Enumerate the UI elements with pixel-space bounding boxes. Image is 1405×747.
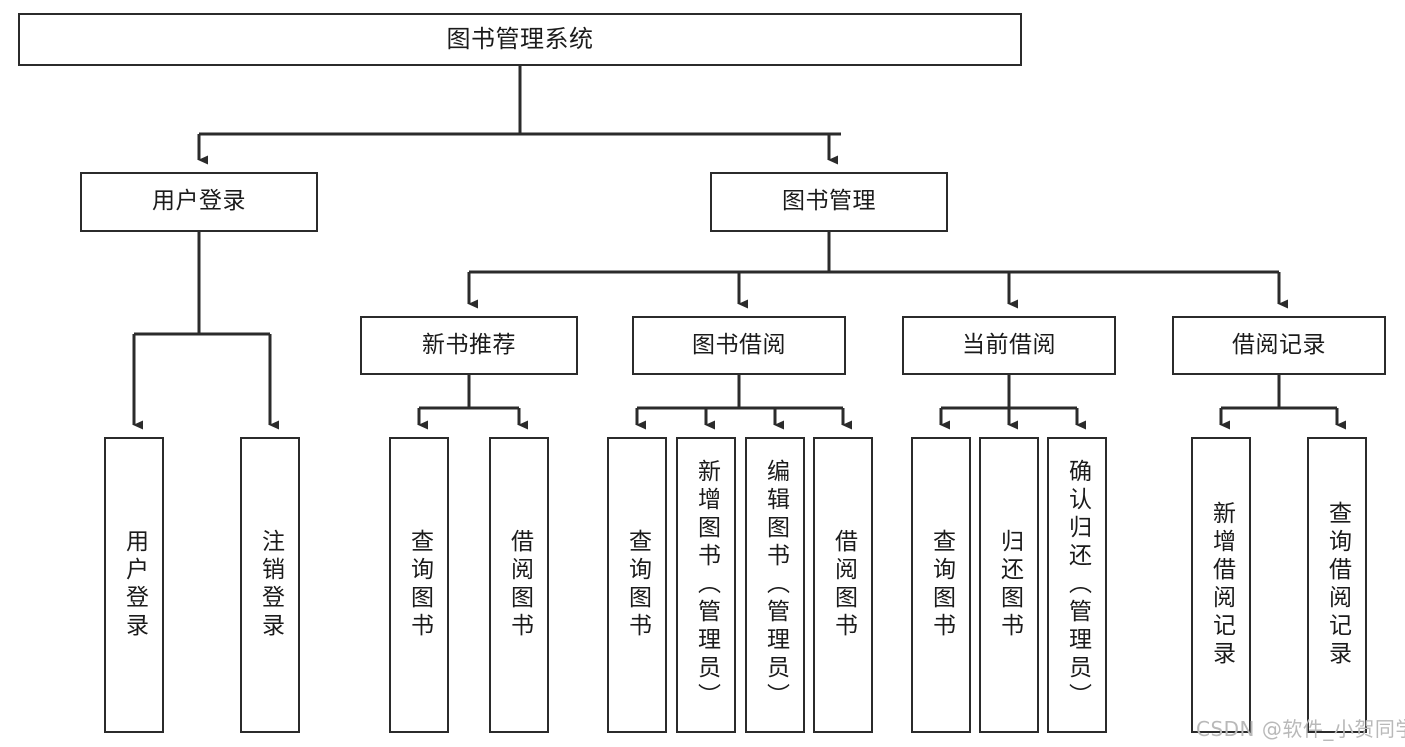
node-user-login[interactable]: 用户登录 bbox=[80, 172, 318, 232]
node-label: 注销登录 bbox=[257, 529, 284, 641]
node-label: 新增借阅记录 bbox=[1208, 501, 1235, 669]
node-label: 新书推荐 bbox=[422, 331, 516, 358]
node-leaf-add-book[interactable]: 新增图书（管理员） bbox=[676, 437, 736, 733]
node-leaf-user-logout[interactable]: 注销登录 bbox=[240, 437, 300, 733]
node-leaf-user-login[interactable]: 用户登录 bbox=[104, 437, 164, 733]
node-leaf-query-book-borrow[interactable]: 查询图书 bbox=[607, 437, 667, 733]
node-label: 查询图书 bbox=[624, 529, 651, 641]
node-leaf-confirm-return[interactable]: 确认归还（管理员） bbox=[1047, 437, 1107, 733]
node-book-manage[interactable]: 图书管理 bbox=[710, 172, 948, 232]
node-leaf-borrow-book-recommend[interactable]: 借阅图书 bbox=[489, 437, 549, 733]
node-label: 借阅图书 bbox=[506, 529, 533, 641]
node-label: 借阅图书 bbox=[830, 529, 857, 641]
node-label: 借阅记录 bbox=[1232, 331, 1326, 358]
node-label: 归还图书 bbox=[996, 529, 1023, 641]
node-label: 新增图书（管理员） bbox=[693, 459, 720, 711]
node-leaf-add-borrow-record[interactable]: 新增借阅记录 bbox=[1191, 437, 1251, 733]
node-label: 用户登录 bbox=[152, 188, 246, 215]
node-label: 图书借阅 bbox=[692, 331, 786, 358]
node-label: 查询图书 bbox=[406, 529, 433, 641]
node-current-borrow[interactable]: 当前借阅 bbox=[902, 316, 1116, 375]
node-label: 编辑图书（管理员） bbox=[762, 459, 789, 711]
node-leaf-query-borrow-record[interactable]: 查询借阅记录 bbox=[1307, 437, 1367, 733]
node-label: 图书管理 bbox=[782, 188, 876, 215]
node-borrow-record[interactable]: 借阅记录 bbox=[1172, 316, 1386, 375]
node-leaf-edit-book[interactable]: 编辑图书（管理员） bbox=[745, 437, 805, 733]
node-leaf-query-book-current[interactable]: 查询图书 bbox=[911, 437, 971, 733]
node-leaf-query-book-recommend[interactable]: 查询图书 bbox=[389, 437, 449, 733]
node-label: 当前借阅 bbox=[962, 331, 1056, 358]
node-root-book-management-system[interactable]: 图书管理系统 bbox=[18, 13, 1022, 66]
csdn-watermark: CSDN @软件_小贺同学 bbox=[1196, 717, 1405, 741]
node-book-borrow[interactable]: 图书借阅 bbox=[632, 316, 846, 375]
node-new-book-recommend[interactable]: 新书推荐 bbox=[360, 316, 578, 375]
node-label: 查询图书 bbox=[928, 529, 955, 641]
node-label: 确认归还（管理员） bbox=[1064, 459, 1091, 711]
node-label: 用户登录 bbox=[121, 529, 148, 641]
node-leaf-return-book[interactable]: 归还图书 bbox=[979, 437, 1039, 733]
node-label: 图书管理系统 bbox=[446, 25, 594, 54]
node-label: 查询借阅记录 bbox=[1324, 501, 1351, 669]
node-leaf-borrow-book[interactable]: 借阅图书 bbox=[813, 437, 873, 733]
